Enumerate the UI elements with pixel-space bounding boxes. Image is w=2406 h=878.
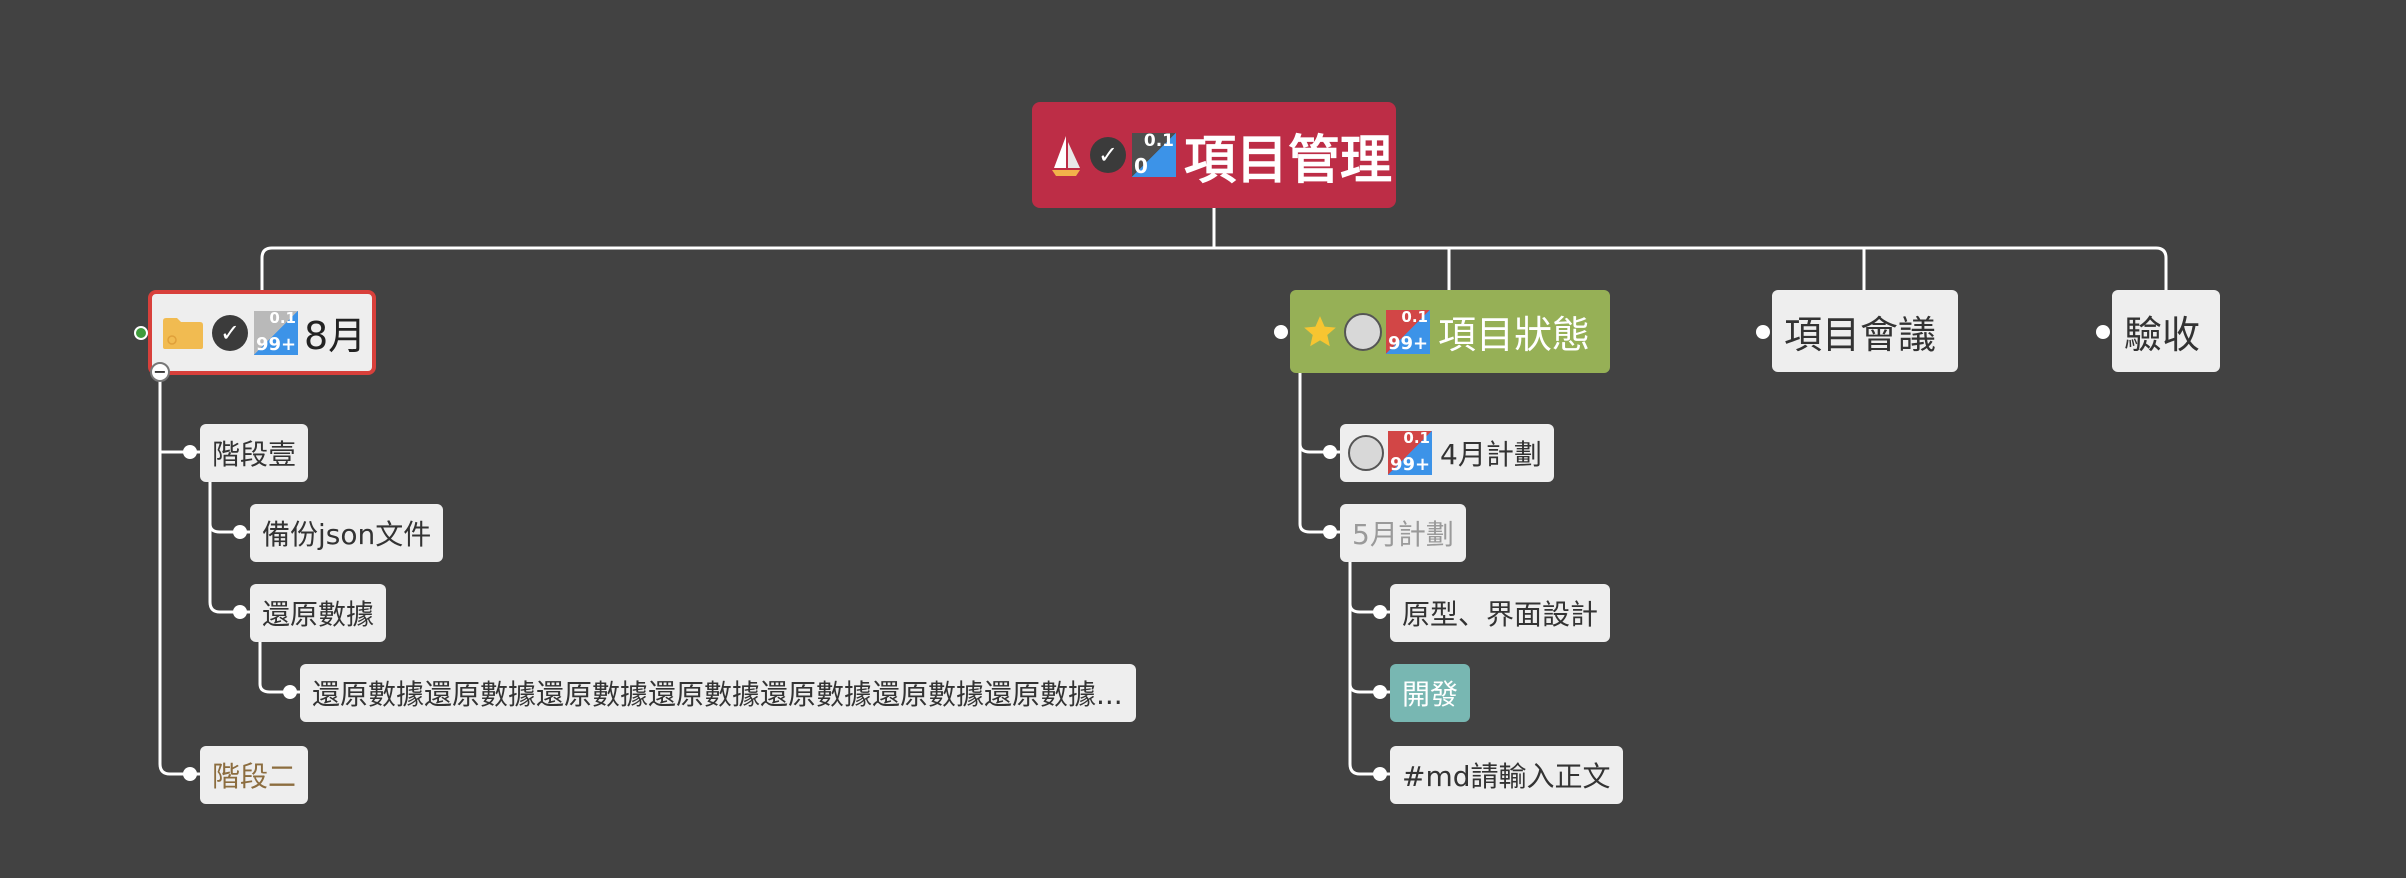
node-label: 4月計劃 [1440, 438, 1542, 471]
node-restore-data-long[interactable]: 還原數據還原數據還原數據還原數據還原數據還原數據還原數據... [300, 664, 1136, 722]
node-dot [283, 685, 297, 699]
progress-badge-icon: 0.1 99+ [1388, 431, 1432, 475]
project-status-label: 項目狀態 [1438, 313, 1591, 357]
node-may-plan[interactable]: 5月計劃 [1340, 504, 1466, 562]
node-label: 5月計劃 [1352, 518, 1454, 551]
node-markdown[interactable]: #md請輸入正文 [1390, 746, 1623, 804]
sailboat-icon [1046, 131, 1086, 179]
progress-badge-icon: 0.1 99+ [1386, 309, 1430, 354]
node-prototype-design[interactable]: 原型、界面設計 [1390, 584, 1611, 642]
node-backup-json[interactable]: 備份json文件 [250, 504, 444, 562]
node-dot [1373, 685, 1387, 699]
branch-handle-dot[interactable] [1756, 325, 1770, 339]
branch-project-status[interactable]: 0.1 99+ 項目狀態 [1290, 290, 1610, 373]
node-label: #md請輸入正文 [1402, 760, 1611, 793]
empty-circle-icon [1348, 435, 1384, 471]
branch-acceptance[interactable]: 驗收 [2112, 290, 2220, 372]
check-circle-icon: ✓ [1090, 137, 1126, 173]
node-label: 還原數據還原數據還原數據還原數據還原數據還原數據還原數據... [312, 678, 1123, 711]
node-develop[interactable]: 開發 [1390, 664, 1471, 722]
node-dot [1373, 767, 1387, 781]
node-dot [1373, 605, 1387, 619]
check-circle-icon: ✓ [212, 314, 248, 351]
node-dot [183, 767, 197, 781]
branch-project-meeting[interactable]: 項目會議 [1772, 290, 1958, 372]
star-icon [1300, 312, 1340, 352]
node-dot [183, 445, 197, 459]
branch-handle-dot[interactable] [134, 326, 148, 340]
august-label: 8月 [304, 314, 367, 358]
progress-badge-icon: 0.1 0 [1132, 133, 1176, 177]
node-label: 階段壹 [212, 438, 297, 471]
node-dot [1323, 525, 1337, 539]
node-april-plan[interactable]: 0.1 99+ 4月計劃 [1340, 424, 1554, 482]
root-node[interactable]: ✓ 0.1 0 項目管理 [1032, 102, 1396, 208]
node-label: 階段二 [212, 760, 297, 793]
node-dot [233, 525, 247, 539]
branch-handle-dot[interactable] [1274, 325, 1288, 339]
progress-badge-icon: 0.1 99+ [254, 310, 298, 355]
folder-icon [160, 314, 206, 352]
node-restore-data[interactable]: 還原數據 [250, 584, 387, 642]
node-label: 原型、界面設計 [1402, 598, 1599, 631]
branch-august[interactable]: ✓ 0.1 99+ 8月 [148, 290, 376, 375]
node-label: 開發 [1402, 678, 1459, 711]
node-stage-2[interactable]: 階段二 [200, 746, 309, 804]
node-label: 還原數據 [262, 598, 375, 631]
collapse-icon[interactable]: − [150, 362, 170, 382]
node-stage-1[interactable]: 階段壹 [200, 424, 309, 482]
empty-circle-icon [1344, 312, 1382, 351]
root-label: 項目管理 [1184, 130, 1393, 191]
acceptance-label: 驗收 [2124, 312, 2201, 357]
node-dot [1323, 445, 1337, 459]
node-dot [233, 605, 247, 619]
branch-handle-dot[interactable] [2096, 325, 2110, 339]
project-meeting-label: 項目會議 [1784, 312, 1937, 357]
node-label: 備份json文件 [262, 518, 432, 551]
